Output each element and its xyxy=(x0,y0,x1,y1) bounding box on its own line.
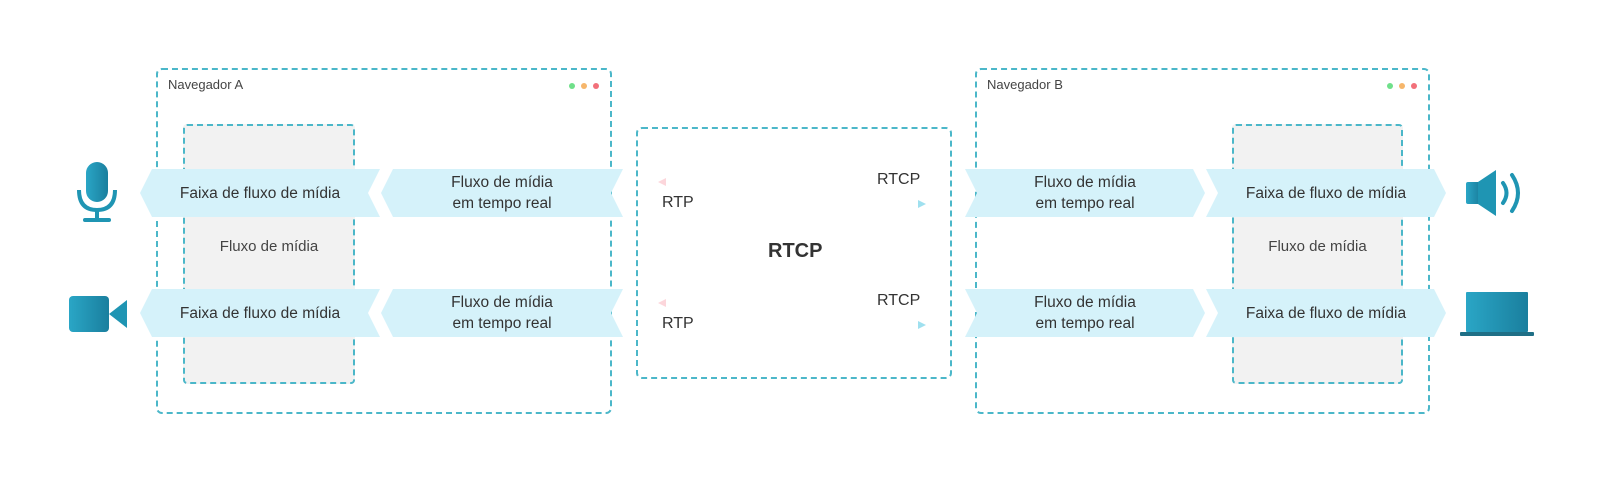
rt-stream-label: Fluxo de mídia em tempo real xyxy=(451,294,553,332)
browser-b-rt-stream-top: Fluxo de mídia em tempo real xyxy=(965,169,1205,217)
window-dot-green xyxy=(569,83,575,89)
browser-a-rt-stream-top: Fluxo de mídia em tempo real xyxy=(381,169,623,217)
video-camera-icon xyxy=(69,296,127,332)
window-dot-red xyxy=(1411,83,1417,89)
browser-a-track-bottom: Faixa de fluxo de mídia xyxy=(140,289,380,337)
browser-b-frame: Navegador B xyxy=(975,68,1430,414)
media-stream-label: Fluxo de mídia xyxy=(219,238,319,255)
rtp-label-bottom: RTP xyxy=(662,315,694,332)
browser-a-track-top: Faixa de fluxo de mídia xyxy=(140,169,380,217)
window-dot-orange xyxy=(1399,83,1405,89)
browser-b-media-stream: Fluxo de mídia xyxy=(1232,124,1403,384)
track-label: Faixa de fluxo de mídia xyxy=(179,184,341,202)
track-label: Faixa de fluxo de mídia xyxy=(179,304,341,322)
rtcp-label-top: RTCP xyxy=(877,171,921,188)
rtp-arrowhead xyxy=(918,321,926,329)
laptop-icon xyxy=(1460,292,1534,336)
media-stream-label: Fluxo de mídia xyxy=(1268,238,1367,255)
window-dot-orange xyxy=(581,83,587,89)
window-dot-green xyxy=(1387,83,1393,89)
track-label: Faixa de fluxo de mídia xyxy=(1245,304,1407,322)
microphone-icon xyxy=(77,162,117,222)
browser-b-track-top: Faixa de fluxo de mídia xyxy=(1206,169,1446,217)
rt-stream-label: Fluxo de mídia em tempo real xyxy=(1034,174,1136,212)
browser-b-track-bottom: Faixa de fluxo de mídia xyxy=(1206,289,1446,337)
rtcp-arrowhead xyxy=(658,178,666,186)
rt-stream-label: Fluxo de mídia em tempo real xyxy=(451,174,553,212)
rtp-arrowhead xyxy=(918,200,926,208)
browser-a-rt-stream-bottom: Fluxo de mídia em tempo real xyxy=(381,289,623,337)
browser-a-title: Navegador A xyxy=(168,77,244,92)
browser-b-rt-stream-bottom: Fluxo de mídia em tempo real xyxy=(965,289,1205,337)
browser-a-media-stream: Fluxo de mídia xyxy=(183,124,355,384)
top-arrows xyxy=(658,178,926,208)
network-frame xyxy=(636,127,952,379)
window-dot-red xyxy=(593,83,599,89)
browser-a-frame: Navegador A xyxy=(156,68,612,414)
bottom-arrows xyxy=(658,299,926,329)
speaker-icon xyxy=(1466,170,1520,216)
track-label: Faixa de fluxo de mídia xyxy=(1245,184,1407,202)
rt-stream-label: Fluxo de mídia em tempo real xyxy=(1034,294,1136,332)
rtcp-arrowhead xyxy=(658,299,666,307)
network-title: RTCP xyxy=(768,240,823,262)
browser-b-title: Navegador B xyxy=(987,77,1063,92)
rtcp-label-bottom: RTCP xyxy=(877,292,921,309)
rtp-label-top: RTP xyxy=(662,194,694,211)
